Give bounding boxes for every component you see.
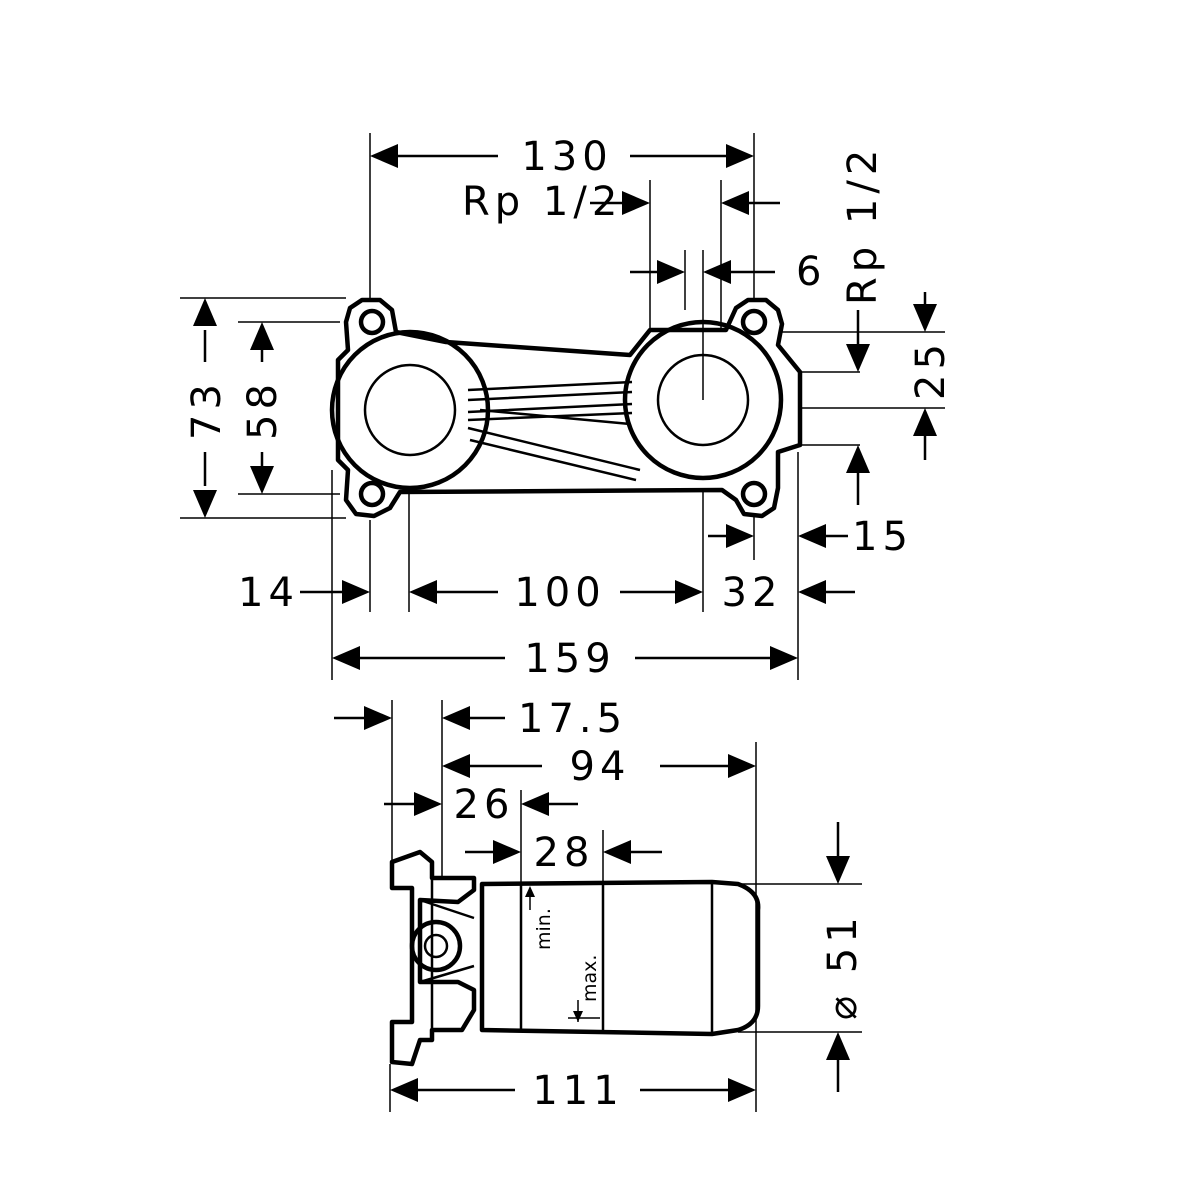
dim-94: 94 (570, 744, 631, 790)
mount-hole-top-right (740, 308, 768, 336)
connecting-bar (467, 380, 633, 422)
dim-diameter-51: ⌀ 51 (820, 912, 866, 1020)
side-view: min. max. 17.5 94 26 28 ⌀ 51 111 (334, 696, 866, 1114)
dim-15: 15 (852, 514, 913, 560)
cylinder-body (479, 879, 761, 1037)
side-flange (389, 849, 477, 1067)
connecting-bar-lower (467, 408, 641, 482)
extension-lines (180, 133, 945, 680)
dim-58: 58 (240, 379, 286, 440)
dim-25: 25 (908, 339, 954, 400)
label-min: min. (533, 908, 555, 950)
dim-26: 26 (454, 782, 515, 828)
dim-73: 73 (184, 379, 230, 440)
side-port-outer (409, 919, 463, 973)
dim-thread-right: Rp 1/2 (840, 145, 886, 305)
label-max: max. (579, 955, 601, 1002)
dim-111: 111 (532, 1068, 623, 1114)
dim-thread-left: Rp 1/2 (462, 179, 622, 225)
dim-100: 100 (514, 570, 605, 616)
dim-17-5: 17.5 (518, 696, 627, 742)
mount-hole-bottom-right (740, 480, 768, 508)
housing-left-outer (329, 329, 491, 491)
mount-hole-top-left (358, 308, 386, 336)
dim-159: 159 (524, 636, 615, 682)
side-dimension-lines (334, 716, 840, 1092)
dim-130: 130 (521, 134, 612, 180)
cylinder-segments (519, 882, 714, 1034)
housing-left-inner (363, 363, 457, 457)
dim-32: 32 (722, 570, 783, 616)
mount-hole-bottom-left (358, 480, 386, 508)
top-view: 130 Rp 1/2 6 Rp 1/2 25 73 58 15 14 100 3… (180, 133, 954, 682)
dim-28: 28 (534, 830, 595, 876)
side-port-inner (423, 933, 449, 959)
dim-6: 6 (796, 249, 826, 295)
side-extension-lines (389, 700, 862, 1112)
dim-14: 14 (238, 570, 299, 616)
side-flange-stem (419, 878, 475, 1030)
arrowheads-top (193, 144, 937, 670)
arrowheads-side (364, 706, 850, 1102)
